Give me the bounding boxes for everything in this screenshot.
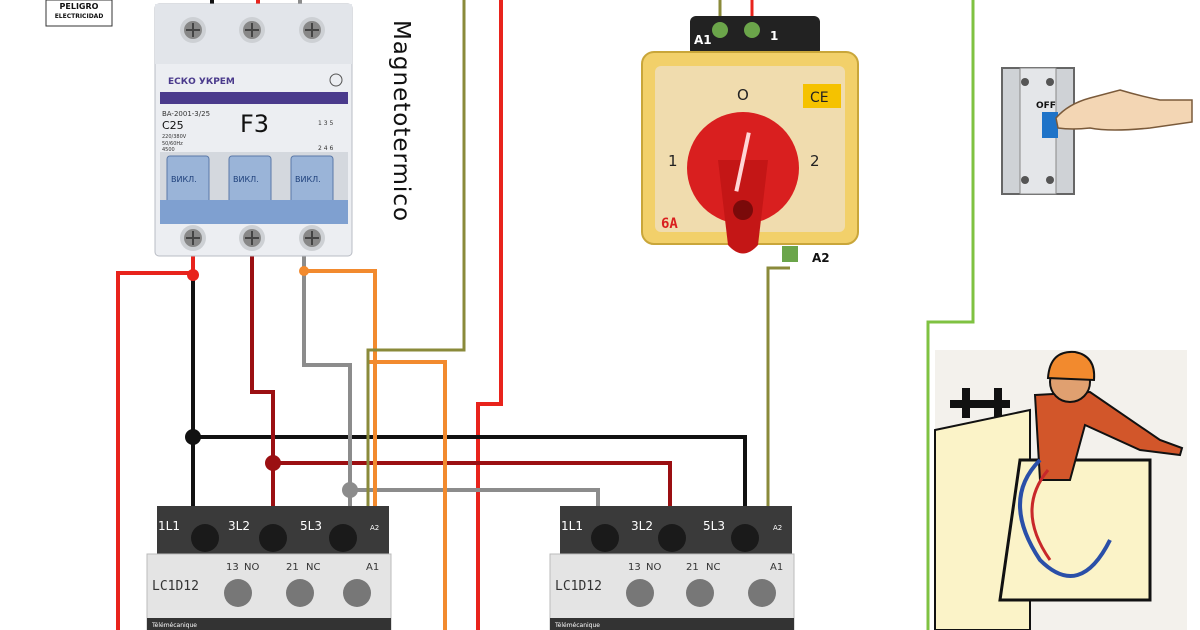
- breaker-spec-2: 50/60Hz: [162, 141, 183, 147]
- magnetotermico-text: Magnetotermico: [388, 19, 414, 223]
- contactor-left-aux-a1: A1: [366, 562, 379, 573]
- lineman-illustration: [934, 350, 1187, 630]
- warning-sign-line2: ELECTRICIDAD: [55, 13, 104, 20]
- contactor-right-aux-21: 21: [686, 562, 699, 573]
- contactor-left-brand: Télémécanique: [151, 622, 197, 629]
- contactor-left-aux-nc: NC: [306, 562, 320, 573]
- breaker-lever-label-1: ВИКЛ.: [171, 175, 197, 184]
- switch-pos-0: O: [737, 86, 749, 104]
- contactor-left: 1L1 3L2 5L3 A2 LC1D12 13 NO 21 NC A1 Tél…: [146, 506, 392, 630]
- switch-rating: 6A: [661, 216, 678, 232]
- wire-olive-left: [366, 0, 466, 530]
- contactor-left-model: LC1D12: [152, 579, 199, 594]
- contactor-right-model: LC1D12: [555, 579, 602, 594]
- magnetotermico-label: Magnetotermico: [383, 10, 423, 236]
- breaker-spec-3: 4500: [162, 147, 175, 153]
- contactor-right-aux-13: 13: [628, 562, 641, 573]
- breaker-terminal-bottom: 2 4 6: [318, 145, 333, 152]
- contactor-right: 1L1 3L2 5L3 A2 LC1D12 13 NO 21 NC A1 Tél…: [549, 506, 795, 630]
- switch-label-a1: A1: [694, 33, 712, 47]
- junction-red: [187, 269, 199, 281]
- breaker-spec-1: 220/380V: [162, 134, 187, 140]
- wire-green: [926, 0, 975, 630]
- wire-darkred-vertical: [250, 248, 275, 510]
- contactor-left-l1: 1L1: [158, 519, 180, 533]
- junction-black: [185, 429, 201, 445]
- wire-black-bus: [193, 435, 747, 510]
- wire-red-left: [116, 248, 195, 630]
- contactor-right-aux-no: NO: [646, 562, 661, 573]
- switch-pos-1: 1: [668, 152, 678, 170]
- contactor-right-side: A2: [773, 524, 782, 532]
- wire-darkred-bus: [273, 461, 672, 510]
- breaker-brand: ЕСКО УКРЕМ: [168, 77, 235, 87]
- wire-olive-right: [766, 266, 790, 575]
- switch-ce-mark: CE: [810, 90, 829, 106]
- contactor-right-l3: 5L3: [703, 519, 725, 533]
- breaker-f3: ЕСКО УКРЕМ BA-2001-3/25 C25 F3 220/380V …: [154, 3, 353, 257]
- breaker-terminal-top: 1 3 5: [318, 120, 333, 127]
- wire-gray-bus: [350, 488, 600, 510]
- contactor-right-aux-nc: NC: [706, 562, 720, 573]
- switch-label-1-top: 1: [770, 29, 778, 43]
- switch-pos-2: 2: [810, 152, 820, 170]
- breaker-model: BA-2001-3/25: [162, 110, 210, 118]
- contactor-left-aux-21: 21: [286, 562, 299, 573]
- contactor-left-l2: 3L2: [228, 519, 250, 533]
- wire-orange-lower: [368, 360, 447, 630]
- contactor-right-l2: 3L2: [631, 519, 653, 533]
- breaker-lever-label-2: ВИКЛ.: [233, 175, 259, 184]
- switch-label-a2: A2: [812, 251, 830, 265]
- off-switch-label: OFF: [1036, 101, 1056, 111]
- warning-sign-line1: PELIGRO: [60, 2, 99, 11]
- pointing-hand-icon: [1055, 89, 1193, 131]
- breaker-rating: C25: [162, 119, 184, 132]
- contactor-right-brand: Télémécanique: [554, 622, 600, 629]
- breaker-lever-label-3: ВИКЛ.: [295, 175, 321, 184]
- selector-switch: A1 1 O 1 2 CE 6A A2: [641, 16, 859, 265]
- contactor-left-side: A2: [370, 524, 379, 532]
- contactor-left-aux-no: NO: [244, 562, 259, 573]
- contactor-right-aux-a1: A1: [770, 562, 783, 573]
- junction-gray: [342, 482, 358, 498]
- wire-gray-vertical: [302, 248, 352, 510]
- warning-sign-frame: [45, 0, 113, 27]
- junction-darkred: [265, 455, 281, 471]
- junction-orange: [299, 266, 309, 276]
- contactor-left-aux-13: 13: [226, 562, 239, 573]
- off-switch-illustration: OFF: [1001, 67, 1193, 195]
- wire-red-right: [476, 0, 503, 630]
- breaker-f3-label: F3: [240, 110, 269, 138]
- contactor-left-l3: 5L3: [300, 519, 322, 533]
- contactor-right-l1: 1L1: [561, 519, 583, 533]
